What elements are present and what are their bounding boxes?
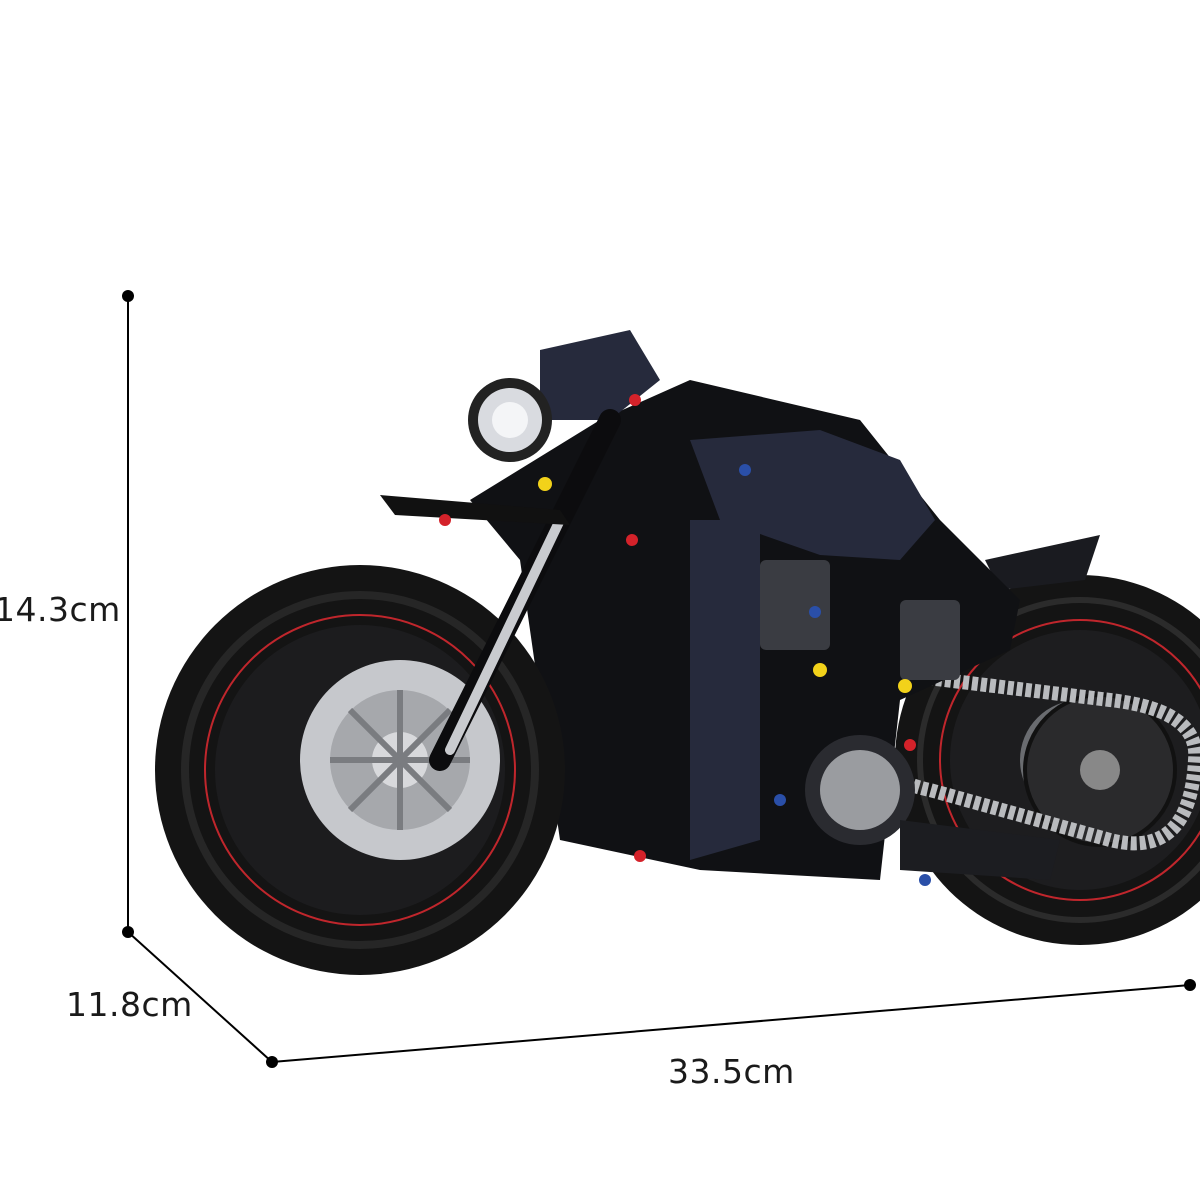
tank-front (690, 520, 760, 860)
exhaust (900, 820, 1060, 880)
rear-seat (985, 535, 1100, 590)
dimension-lines (127, 296, 1191, 1063)
accent-pins (439, 394, 931, 886)
motorcycle-image (155, 330, 1200, 975)
handlebar (380, 495, 570, 525)
front-fork (429, 409, 621, 771)
width-line (271, 984, 1191, 1063)
depth-dimension-label: 11.8cm (66, 985, 193, 1024)
endpoint-corner-left (122, 926, 134, 938)
height-dimension-label: 14.3cm (0, 590, 121, 629)
dimension-endpoints (122, 290, 1196, 1068)
engine (760, 560, 960, 845)
endpoint-corner-bottom (266, 1056, 278, 1068)
endpoint-top (122, 290, 134, 302)
depth-line (127, 931, 273, 1063)
width-dimension-label: 33.5cm (668, 1052, 795, 1091)
front-wheel (155, 565, 565, 975)
rear-sprocket (1023, 693, 1177, 847)
headlight (468, 378, 552, 462)
endpoint-right (1184, 979, 1196, 991)
